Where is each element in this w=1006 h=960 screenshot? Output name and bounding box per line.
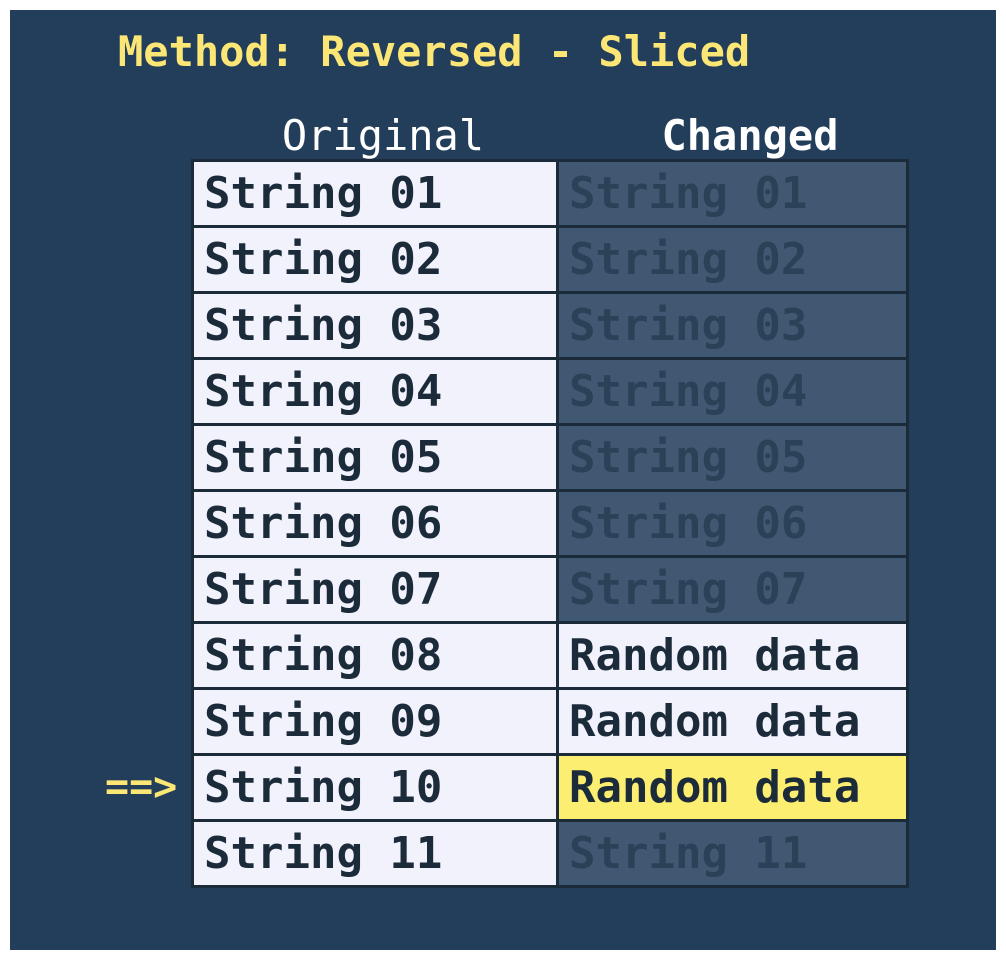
original-cell: String 11 [194, 822, 556, 885]
changed-cell: String 05 [559, 426, 906, 489]
table-row: String 02 String 02 [194, 228, 906, 291]
changed-cell: String 01 [559, 162, 906, 225]
original-cell: String 05 [194, 426, 556, 489]
original-cell: String 06 [194, 492, 556, 555]
strings-table: String 01 String 01 String 02 String 02 … [191, 159, 909, 888]
changed-cell: String 11 [559, 822, 906, 885]
current-row-arrow: ==> [105, 764, 178, 810]
original-cell: String 10 [194, 756, 556, 819]
changed-cell: Random data [559, 690, 906, 753]
table-row: String 06 String 06 [194, 492, 906, 555]
column-header-changed: Changed [661, 111, 839, 160]
table-row: String 04 String 04 [194, 360, 906, 423]
original-cell: String 04 [194, 360, 556, 423]
original-cell: String 01 [194, 162, 556, 225]
original-cell: String 09 [194, 690, 556, 753]
table-row: String 07 String 07 [194, 558, 906, 621]
table-row: String 11 String 11 [194, 822, 906, 885]
changed-cell: String 02 [559, 228, 906, 291]
changed-cell: String 03 [559, 294, 906, 357]
table-row: String 03 String 03 [194, 294, 906, 357]
table-row: String 05 String 05 [194, 426, 906, 489]
changed-cell: Random data [559, 624, 906, 687]
changed-cell: String 06 [559, 492, 906, 555]
changed-cell: Random data [559, 756, 906, 819]
original-cell: String 02 [194, 228, 556, 291]
table-row: String 01 String 01 [194, 162, 906, 225]
changed-cell: String 07 [559, 558, 906, 621]
diagram-title: Method: Reversed - Sliced [118, 27, 751, 76]
column-header-original: Original [281, 111, 485, 160]
table-row: String 10 Random data [194, 756, 906, 819]
original-cell: String 07 [194, 558, 556, 621]
original-cell: String 03 [194, 294, 556, 357]
original-cell: String 08 [194, 624, 556, 687]
table-row: String 08 Random data [194, 624, 906, 687]
table-row: String 09 Random data [194, 690, 906, 753]
changed-cell: String 04 [559, 360, 906, 423]
